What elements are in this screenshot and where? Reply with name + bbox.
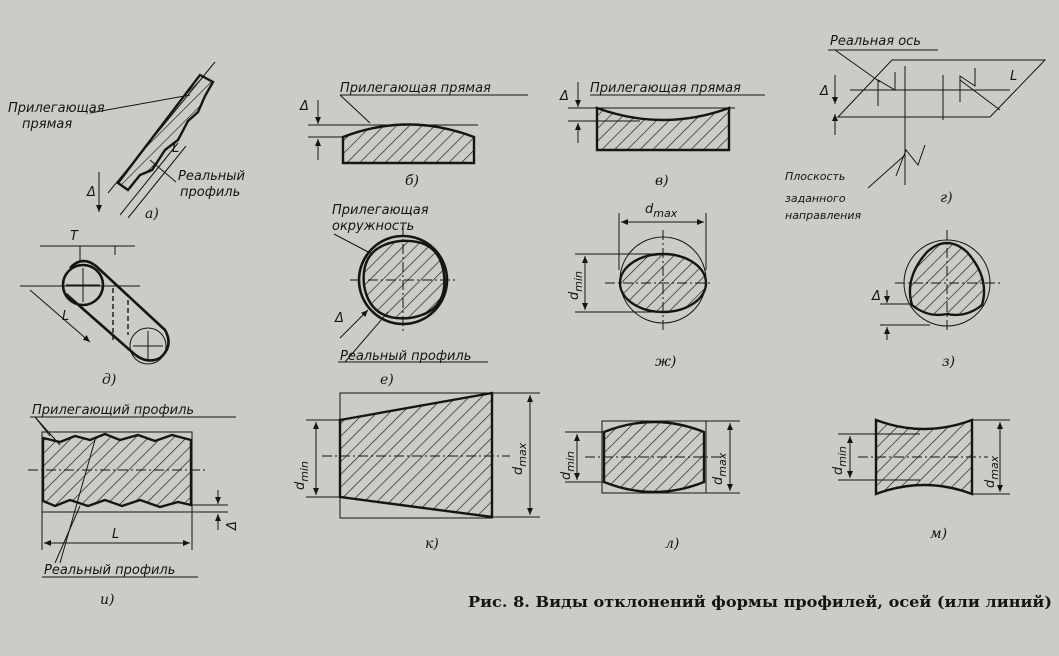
adjacent-line-label-b: Прилегающая прямая — [340, 81, 491, 96]
real-axis-label: Реальная ось — [830, 34, 921, 49]
length-label-g: L — [1010, 69, 1017, 84]
d-min-label-l: dmin — [559, 451, 577, 480]
length-label-a: L — [172, 141, 179, 156]
figure-caption: Рис. 8. Виды отклонений формы профилей, … — [468, 594, 1052, 611]
adjacent-circle-label-1: Прилегающая — [332, 203, 429, 218]
delta-label-i: Δ — [225, 521, 240, 531]
figure-l: dmin dmax л) — [559, 420, 740, 552]
adjacent-circle-label-2: окружность — [332, 219, 414, 234]
real-profile-label-a-1: Реальный — [178, 169, 245, 184]
d-min-label-k: dmin — [293, 461, 311, 490]
figure-zh: dmax dmin ж) — [567, 202, 712, 370]
figure-a: Δ L Прилегающая прямая Реальный профиль … — [8, 61, 245, 222]
subfigure-label-d: д) — [102, 372, 116, 388]
adjacent-line-label-v: Прилегающая прямая — [590, 81, 741, 96]
delta-label-g: Δ — [819, 84, 829, 99]
adjacent-line-label-a-1: Прилегающая — [8, 101, 105, 116]
figure-z: Δ з) — [871, 230, 1000, 370]
real-profile-label-e: Реальный профиль — [340, 349, 471, 364]
delta-label-e: Δ — [334, 311, 344, 326]
figure-v: Δ Прилегающая прямая в) — [559, 81, 765, 189]
figure-e: Δ Прилегающая окружность Реальный профил… — [332, 203, 488, 388]
length-label-d: L — [62, 309, 69, 324]
figure-i: Δ L Прилегающий профиль Реальный профиль… — [28, 403, 240, 608]
adjacent-profile-label-i: Прилегающий профиль — [32, 403, 194, 418]
d-max-label-l: dmax — [711, 452, 729, 485]
t-label-d: T — [70, 229, 79, 244]
subfigure-label-i: и) — [100, 592, 114, 608]
subfigure-label-g: г) — [940, 190, 953, 206]
subfigure-label-e: е) — [380, 372, 394, 388]
length-label-i: L — [112, 527, 119, 542]
subfigure-label-l: л) — [665, 536, 679, 552]
figure-g: Δ L Реальная ось Плоскость заданного нап… — [785, 34, 1047, 222]
d-max-label-k: dmax — [511, 442, 529, 475]
subfigure-label-z: з) — [942, 354, 955, 370]
real-profile-label-i: Реальный профиль — [44, 563, 175, 578]
figure-k: dmin dmax к) — [293, 391, 540, 552]
plane-label-3: направления — [785, 209, 861, 222]
figure-m: dmin dmax м) — [831, 418, 1010, 542]
delta-label-v: Δ — [559, 89, 569, 104]
figure-b: Δ Прилегающая прямая б) — [299, 81, 528, 189]
delta-label-z: Δ — [871, 289, 881, 304]
d-min-label-m: dmin — [831, 446, 849, 475]
plane-label-1: Плоскость — [785, 170, 845, 183]
real-profile-label-a-2: профиль — [180, 185, 240, 200]
delta-label-b: Δ — [299, 99, 309, 114]
figure-d: T L д) — [20, 229, 170, 388]
subfigure-label-zh: ж) — [655, 354, 676, 370]
d-max-label-zh: dmax — [645, 202, 678, 220]
delta-label-a: Δ — [86, 185, 96, 200]
subfigure-label-a: а) — [145, 206, 159, 222]
plane-label-2: заданного — [785, 192, 846, 205]
subfigure-label-v: в) — [655, 173, 669, 189]
d-min-label-zh: dmin — [567, 271, 585, 300]
adjacent-line-label-a-2: прямая — [22, 117, 72, 132]
subfigure-label-m: м) — [930, 526, 947, 542]
d-max-label-m: dmax — [983, 455, 1001, 488]
subfigure-label-k: к) — [425, 536, 439, 552]
subfigure-label-b: б) — [405, 173, 419, 189]
